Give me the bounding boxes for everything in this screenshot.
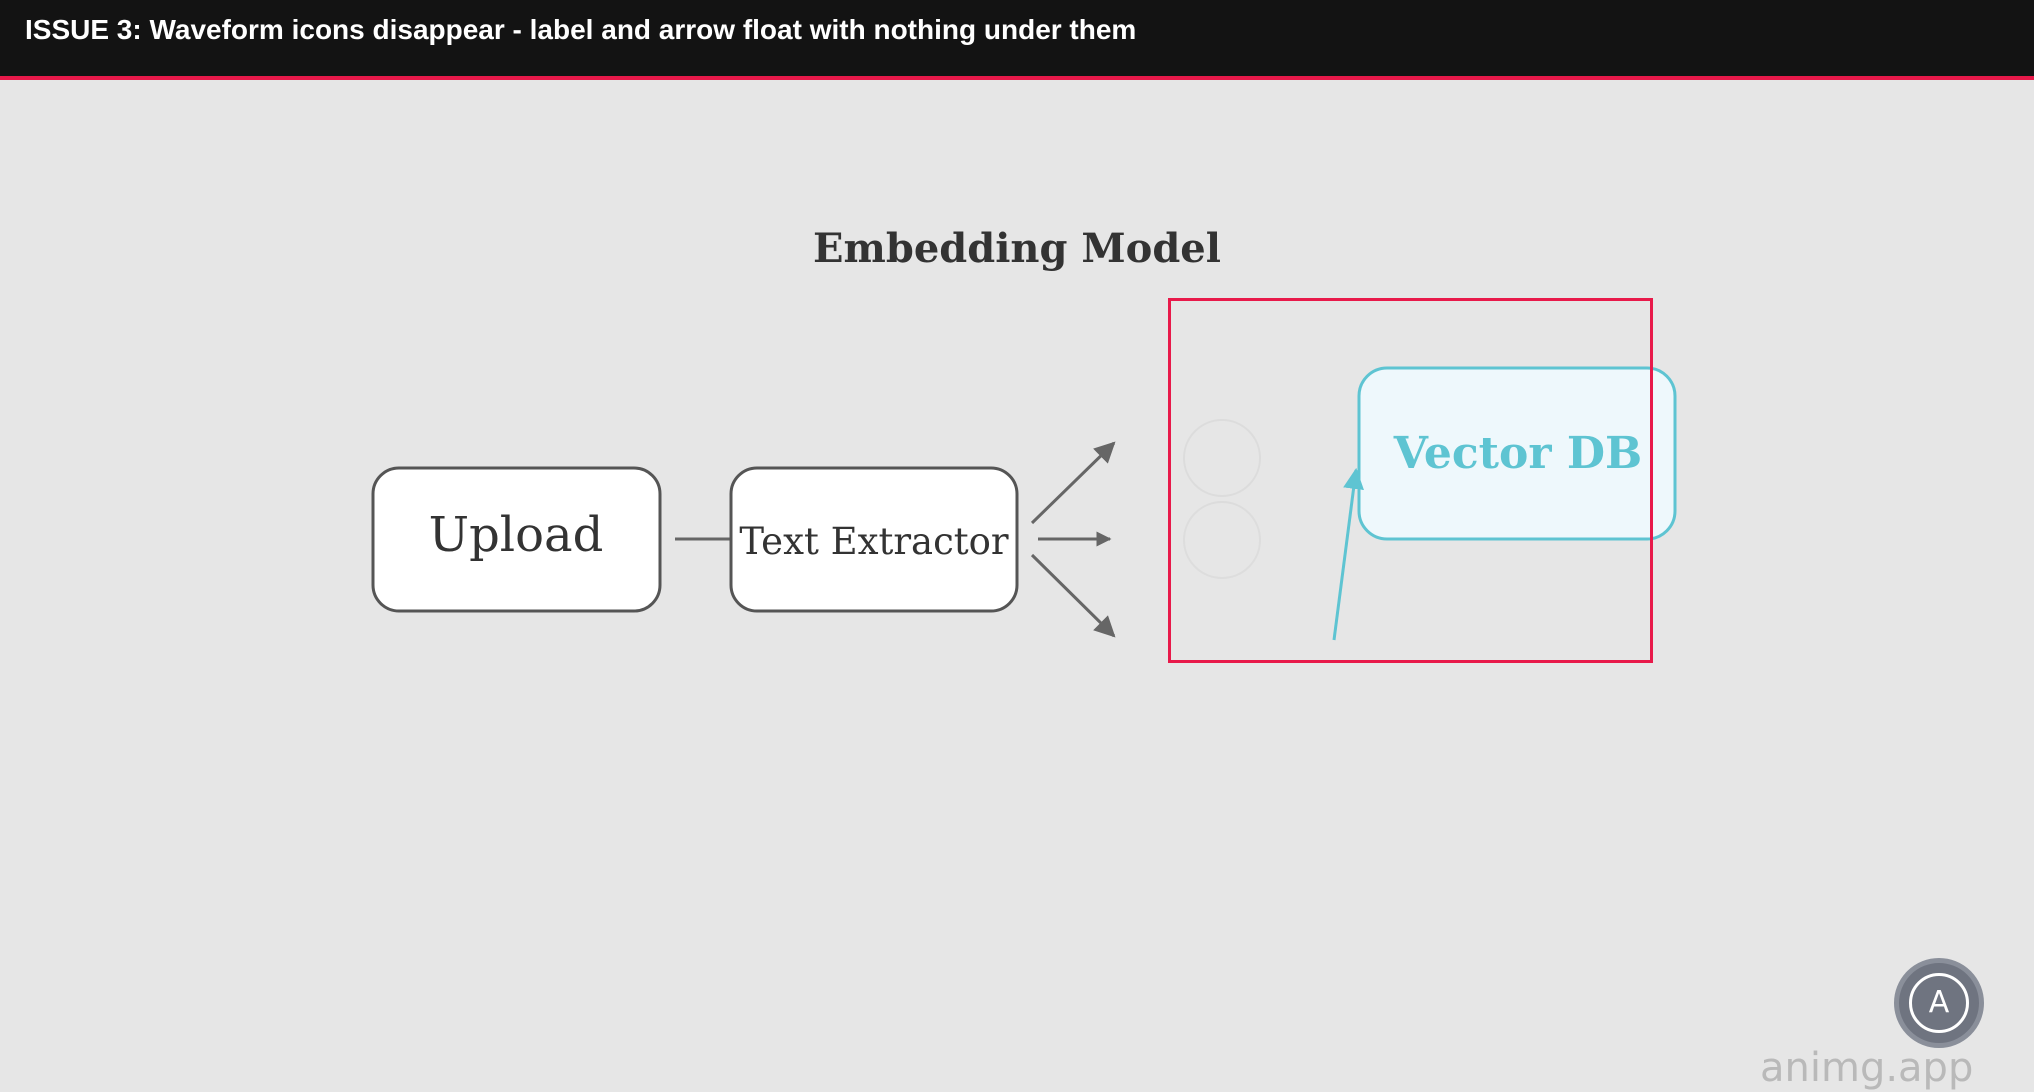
floating-arrow-to-vector-db <box>1332 467 1364 641</box>
app-badge-letter: A <box>1909 973 1969 1033</box>
text-extractor-node: Text Extractor <box>729 466 1019 613</box>
issue-header-bar: ISSUE 3: Waveform icons disappear - labe… <box>0 0 2034 80</box>
issue-title: ISSUE 3: Waveform icons disappear - labe… <box>25 14 1137 45</box>
watermark-text: animg.app <box>1760 1045 1974 1091</box>
app-badge[interactable]: A <box>1894 958 1984 1048</box>
issue-highlight-box <box>1168 298 1653 663</box>
diagram-title: Embedding Model <box>813 225 1221 272</box>
missing-waveform-icons <box>1183 419 1261 579</box>
vector-db-node-label: Vector DB <box>1393 428 1642 479</box>
vector-db-node: Vector DB <box>1357 366 1677 541</box>
fanout-arrow-down <box>1030 553 1116 638</box>
upload-node: Upload <box>371 466 662 613</box>
upload-node-label: Upload <box>429 507 604 563</box>
fanout-arrow-up <box>1030 441 1116 525</box>
text-extractor-node-label: Text Extractor <box>739 520 1009 563</box>
